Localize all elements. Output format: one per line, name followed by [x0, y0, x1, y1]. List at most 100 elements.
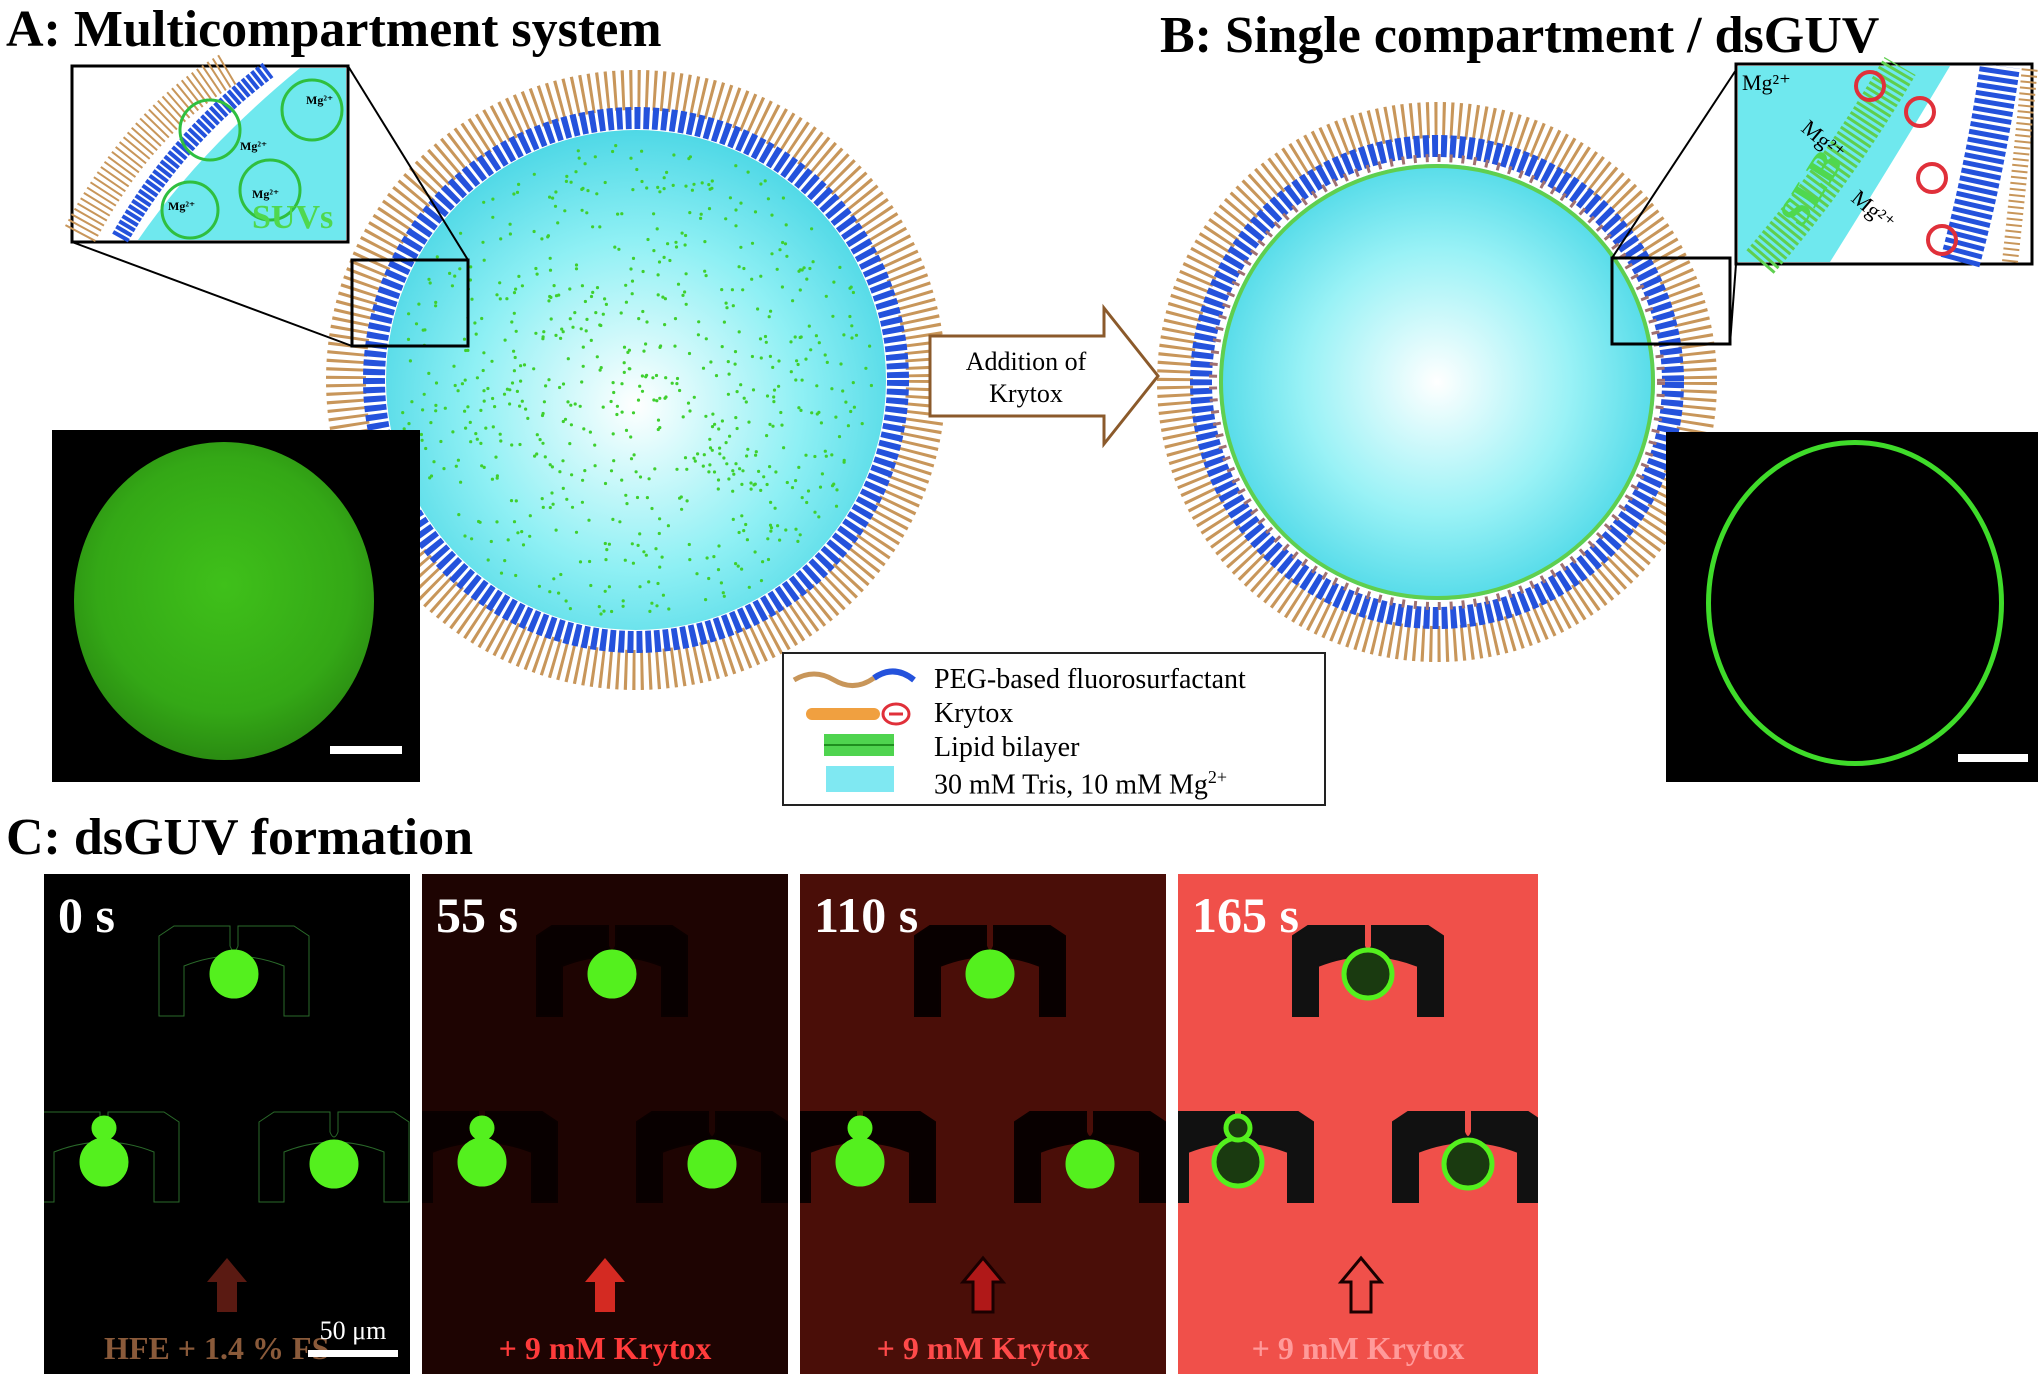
suv-dot — [655, 604, 659, 608]
suv-dot — [707, 576, 711, 581]
suv-dot — [641, 309, 645, 314]
suv-dot — [514, 329, 518, 333]
frame-drawing — [1178, 925, 1538, 1314]
suv-dot — [685, 467, 689, 471]
suv-dot — [640, 389, 645, 393]
zoom-box-a — [350, 258, 470, 348]
suv-dot — [463, 378, 467, 382]
suv-dot — [587, 518, 591, 522]
suv-dot — [615, 404, 620, 408]
suv-dot — [747, 585, 751, 589]
suv-dot — [756, 307, 760, 311]
frame-time: 110 s — [814, 887, 919, 943]
suv-dot — [724, 441, 728, 445]
suv-dot — [702, 453, 706, 457]
suv-dot — [434, 300, 438, 304]
suv-dot — [768, 422, 772, 426]
suv-dot — [770, 213, 774, 217]
suv-dot — [765, 394, 770, 398]
suv-dot — [797, 465, 801, 469]
suv-dot — [512, 311, 516, 315]
suv-dot — [690, 188, 695, 192]
suv-dot — [499, 571, 504, 575]
suv-dot — [675, 467, 679, 471]
suv-dot — [553, 204, 558, 208]
suv-dot — [656, 427, 660, 432]
suv-dot — [741, 469, 745, 473]
suv-dot — [451, 430, 455, 434]
suv-dot — [824, 454, 828, 458]
suv-dot — [648, 609, 652, 614]
suv-dot — [518, 442, 522, 447]
suv-dot — [611, 149, 615, 154]
suv-dot — [762, 475, 766, 479]
suv-dot — [753, 550, 757, 554]
suv-dot — [710, 179, 714, 183]
suv-dot — [581, 364, 585, 368]
suv-dot — [593, 464, 597, 468]
suv-dot — [470, 297, 474, 301]
suv-dot — [428, 476, 432, 480]
suv-dot — [601, 405, 605, 409]
suv-dot — [512, 520, 517, 524]
suv-dot — [457, 513, 461, 517]
droplet — [79, 1137, 129, 1187]
suv-dot — [631, 561, 636, 565]
suv-dot — [773, 506, 777, 510]
suv-dot — [518, 404, 522, 408]
droplet — [309, 1139, 359, 1189]
suv-dot — [462, 337, 467, 341]
suv-dot — [479, 441, 483, 445]
suv-dot — [763, 179, 767, 183]
suv-dot — [782, 446, 786, 450]
suv-dot — [834, 504, 839, 508]
suv-dot — [568, 442, 572, 446]
suv-dot — [595, 286, 600, 290]
suv-dot — [708, 187, 712, 191]
suv-dot — [823, 449, 827, 453]
suv-dot — [452, 364, 456, 368]
suv-dot — [482, 200, 486, 204]
suv-dot — [793, 335, 797, 339]
suv-dot — [745, 538, 750, 542]
suv-dot — [817, 410, 821, 414]
suv-dot — [785, 254, 789, 258]
suv-dot — [661, 593, 666, 597]
suv-dot — [655, 227, 659, 231]
droplet — [91, 1115, 117, 1141]
suv-dot — [850, 336, 854, 340]
suv-dot — [672, 153, 676, 157]
suv-dot — [656, 293, 660, 297]
suv-dot — [854, 333, 859, 337]
suv-dot — [543, 455, 547, 459]
suv-dot — [429, 421, 433, 425]
legend: PEG-based fluorosurfactant Krytox Lipid … — [782, 652, 1326, 806]
suv-dot — [428, 281, 432, 285]
suv-dot — [524, 407, 528, 411]
suv-dot — [860, 422, 864, 426]
suv-dot — [602, 609, 606, 613]
suv-dot — [574, 530, 579, 534]
suv-dot — [542, 330, 546, 334]
suv-dot — [761, 560, 765, 564]
suv-dot — [657, 260, 662, 264]
suv-dot — [547, 299, 551, 303]
suv-dot — [739, 201, 743, 205]
suv-dot — [683, 290, 687, 294]
suv-dot — [622, 361, 626, 365]
suv-dot — [713, 422, 717, 426]
droplet — [1223, 1113, 1253, 1143]
suv-dot — [779, 410, 783, 415]
legend-lipid-label: Lipid bilayer — [934, 732, 1080, 763]
suv-dot — [673, 317, 678, 321]
suv-dot — [662, 187, 666, 191]
suv-dot — [849, 285, 853, 289]
suv-dot — [532, 367, 536, 371]
suv-dot — [868, 344, 872, 348]
suv-dot — [652, 212, 656, 216]
trap — [158, 925, 310, 1017]
suv-dot — [482, 389, 486, 393]
arrow-label-line1: Addition of — [966, 347, 1087, 376]
suv-dot — [680, 231, 684, 235]
suv-dot — [663, 323, 667, 327]
